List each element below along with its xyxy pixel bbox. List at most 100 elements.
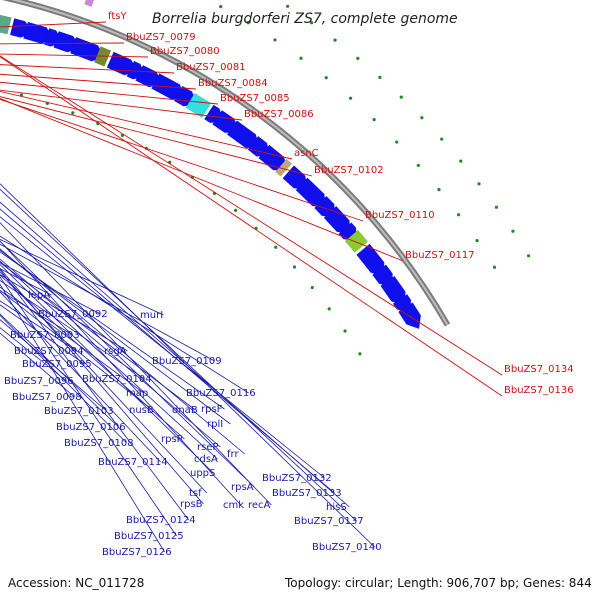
gc-dot	[437, 188, 441, 192]
gc-dot	[456, 213, 461, 217]
gene-label-reverse: lepA	[28, 290, 50, 301]
gene-label-forward: BbuZS7_0102	[314, 165, 384, 176]
leader-line	[0, 249, 231, 425]
leader-line	[0, 332, 75, 398]
leader-line	[0, 201, 350, 508]
gc-dot	[343, 329, 347, 333]
gene-label-reverse: rpsF	[201, 404, 223, 415]
leader-line	[0, 289, 153, 411]
gene-label-reverse: BbuZS7_0104	[82, 374, 152, 385]
gc-dot	[511, 229, 515, 233]
gene-label-reverse: BbuZS7_0093	[10, 330, 80, 341]
leader-line	[0, 98, 404, 262]
gc-dot	[494, 205, 499, 209]
leader-line	[0, 263, 214, 474]
leader-line	[0, 268, 204, 505]
gene-label-reverse: BbuZS7_0094	[14, 346, 84, 357]
leader-line	[0, 291, 161, 463]
gc-dot	[356, 56, 360, 60]
gc-dot	[333, 38, 337, 42]
leader-line	[0, 56, 503, 397]
gene-feature	[275, 158, 293, 177]
gene-label-reverse: BbuZS7_0137	[294, 516, 364, 527]
gene-label-reverse: dnaB	[172, 405, 198, 416]
leader-line	[0, 240, 242, 506]
gene-label-reverse: rpsR	[161, 434, 184, 445]
gene-label-reverse: BbuZS7_0108	[64, 438, 134, 449]
gc-dot	[475, 239, 479, 243]
leader-line	[0, 98, 364, 222]
label-layer: ftsY BbuZS7_0079BbuZS7_0080BbuZS7_0081Bbu…	[4, 11, 574, 558]
leader-line	[0, 274, 185, 440]
leader-line	[0, 314, 127, 444]
gc-dot	[526, 254, 531, 258]
gene-label-reverse: BbuZS7_0096	[4, 376, 74, 387]
leader-line	[0, 91, 293, 160]
gc-dot	[372, 118, 376, 122]
gene-label-reverse: BbuZS7_0114	[98, 457, 168, 468]
leader-line	[0, 216, 325, 479]
leader-line	[0, 313, 119, 428]
gc-dot	[399, 95, 403, 99]
gene-label-reverse: BbuZS7_0109	[152, 356, 222, 367]
leader-line	[0, 260, 218, 460]
leader-line	[0, 73, 197, 90]
gene-label-reverse: BbuZS7_0116	[186, 388, 256, 399]
gc-dot	[310, 21, 314, 25]
backbone-layer	[1, 0, 451, 327]
gene-label-reverse: BbuZS7_0126	[102, 547, 172, 558]
gc-dot	[378, 75, 382, 79]
gene-label-forward: BbuZS7_0080	[150, 46, 220, 57]
leader-line-layer	[0, 21, 503, 553]
gene-label-reverse: rplI	[207, 419, 223, 430]
gene-label-reverse: rpsA	[231, 482, 254, 493]
gc-dot	[420, 116, 424, 120]
gene-label-forward: BbuZS7_0086	[244, 109, 314, 120]
map-title: Borrelia burgdorferi ZS7, complete genom…	[152, 11, 458, 27]
gc-dot	[395, 140, 399, 144]
gene-label-reverse: recA	[248, 500, 271, 511]
gc-dot	[492, 265, 497, 269]
gene-label-reverse: nusB	[129, 405, 154, 416]
gene-label-forward: BbuZS7_0081	[176, 62, 246, 73]
gene-label-reverse: BbuZS7_0092	[38, 309, 108, 320]
gc-dot	[246, 21, 250, 25]
leader-line	[0, 280, 145, 380]
gene-label-forward: BbuZS7_0110	[365, 210, 435, 221]
leader-line	[0, 262, 101, 315]
gene-label-forward: ftsY	[108, 11, 127, 22]
gene-label-reverse: map	[126, 388, 148, 399]
gc-dot	[416, 163, 420, 168]
gene-label-reverse: frr	[227, 449, 239, 460]
gc-dot	[477, 182, 481, 186]
gene-label-forward: BbuZS7_0136	[504, 385, 574, 396]
gene-label-reverse: rsgA	[104, 346, 127, 357]
leader-line	[0, 240, 255, 488]
gc-dot	[273, 38, 277, 42]
gc-dot	[459, 159, 463, 163]
gene-label-forward: BbuZS7_0079	[126, 32, 196, 43]
topology-text: Topology: circular; Length: 906,707 bp; …	[284, 576, 592, 590]
leader-line	[0, 286, 145, 394]
gene-feature	[398, 302, 422, 330]
gene-label-forward: BbuZS7_0085	[220, 93, 290, 104]
gc-dot	[440, 137, 444, 141]
leader-line	[0, 222, 272, 506]
gc-dot	[349, 96, 353, 100]
leader-line	[0, 42, 125, 45]
gc-dot	[71, 111, 75, 115]
leader-line	[0, 188, 357, 522]
leader-line	[0, 64, 175, 74]
gene-label-reverse: rpsB	[180, 499, 203, 510]
backbone-highlight	[10, 0, 449, 326]
leader-line	[0, 248, 246, 455]
gc-dot	[324, 76, 328, 80]
gc-dot	[292, 265, 297, 269]
gene-feature	[0, 14, 12, 35]
leader-line	[0, 276, 177, 537]
leader-line	[0, 269, 189, 521]
gene-label-forward: asnC	[294, 148, 319, 159]
gene-label-reverse: cdsA	[194, 454, 218, 465]
leader-line	[0, 53, 149, 58]
